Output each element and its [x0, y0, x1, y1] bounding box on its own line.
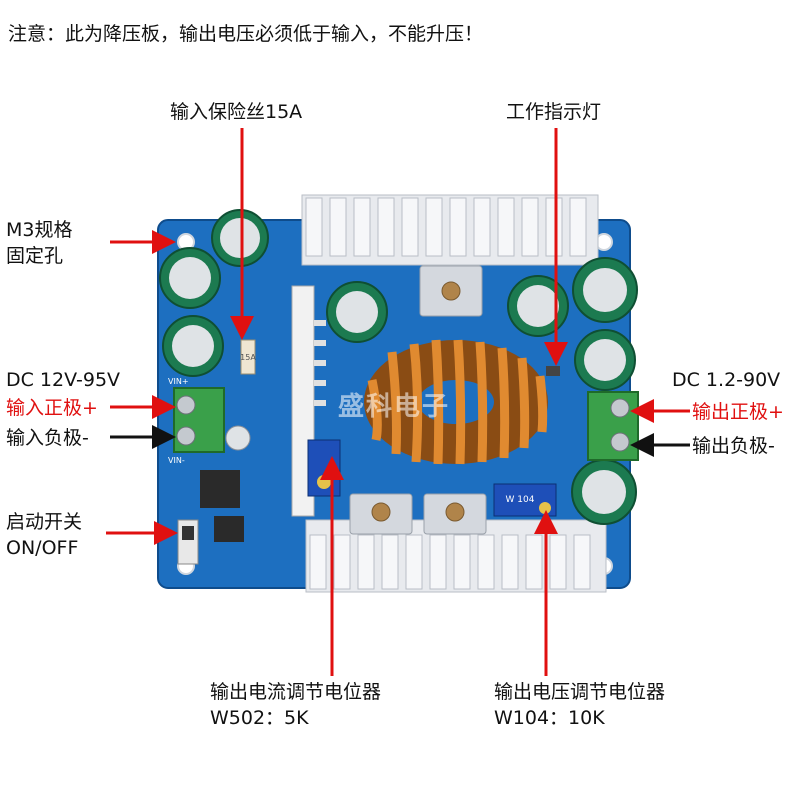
- label-output-range: DC 1.2-90V: [672, 369, 781, 391]
- label-input-negative: 输入负极-: [6, 427, 89, 449]
- label-indicator: 工作指示灯: [506, 101, 602, 123]
- power-switch: [177, 519, 199, 565]
- label-current-pot-2: W502：5K: [210, 707, 309, 729]
- label-mount-hole-2: 固定孔: [6, 245, 64, 267]
- indicator-led: [546, 366, 560, 376]
- toroid-inductor: [364, 339, 548, 465]
- top-heatsink: [301, 194, 599, 266]
- output-terminal-block: [587, 391, 639, 461]
- ic-chip: [214, 516, 244, 542]
- pot-marking: W 104: [506, 495, 535, 505]
- label-output-negative: 输出负极-: [692, 435, 775, 457]
- label-voltage-pot-1: 输出电压调节电位器: [494, 681, 666, 703]
- capacitors: [159, 209, 638, 525]
- current-potentiometer: [307, 439, 341, 497]
- label-voltage-pot-2: W104：10K: [494, 707, 605, 729]
- label-input-range: DC 12V-95V: [6, 369, 121, 391]
- notice-text: 注意：此为降压板，输出电压必须低于输入，不能升压！: [8, 23, 484, 45]
- fuse: [240, 339, 256, 375]
- input-terminal-block: [173, 387, 225, 453]
- voltage-potentiometer: W 104: [493, 483, 557, 517]
- label-switch-1: 启动开关: [6, 511, 83, 533]
- label-mount-hole-1: M3规格: [6, 219, 73, 241]
- silkscreen-vin-minus: VIN-: [168, 456, 185, 465]
- label-switch-2: ON/OFF: [6, 537, 79, 559]
- label-fuse: 输入保险丝15A: [170, 101, 303, 123]
- small-inductor: [200, 470, 240, 508]
- watermark-text: 盛科电子: [338, 392, 451, 422]
- label-current-pot-1: 输出电流调节电位器: [210, 681, 382, 703]
- label-output-positive: 输出正极+: [692, 401, 784, 423]
- silkscreen-vin-plus: VIN+: [168, 377, 189, 386]
- fuse-marking: 15A: [240, 353, 256, 362]
- label-input-positive: 输入正极+: [6, 397, 98, 419]
